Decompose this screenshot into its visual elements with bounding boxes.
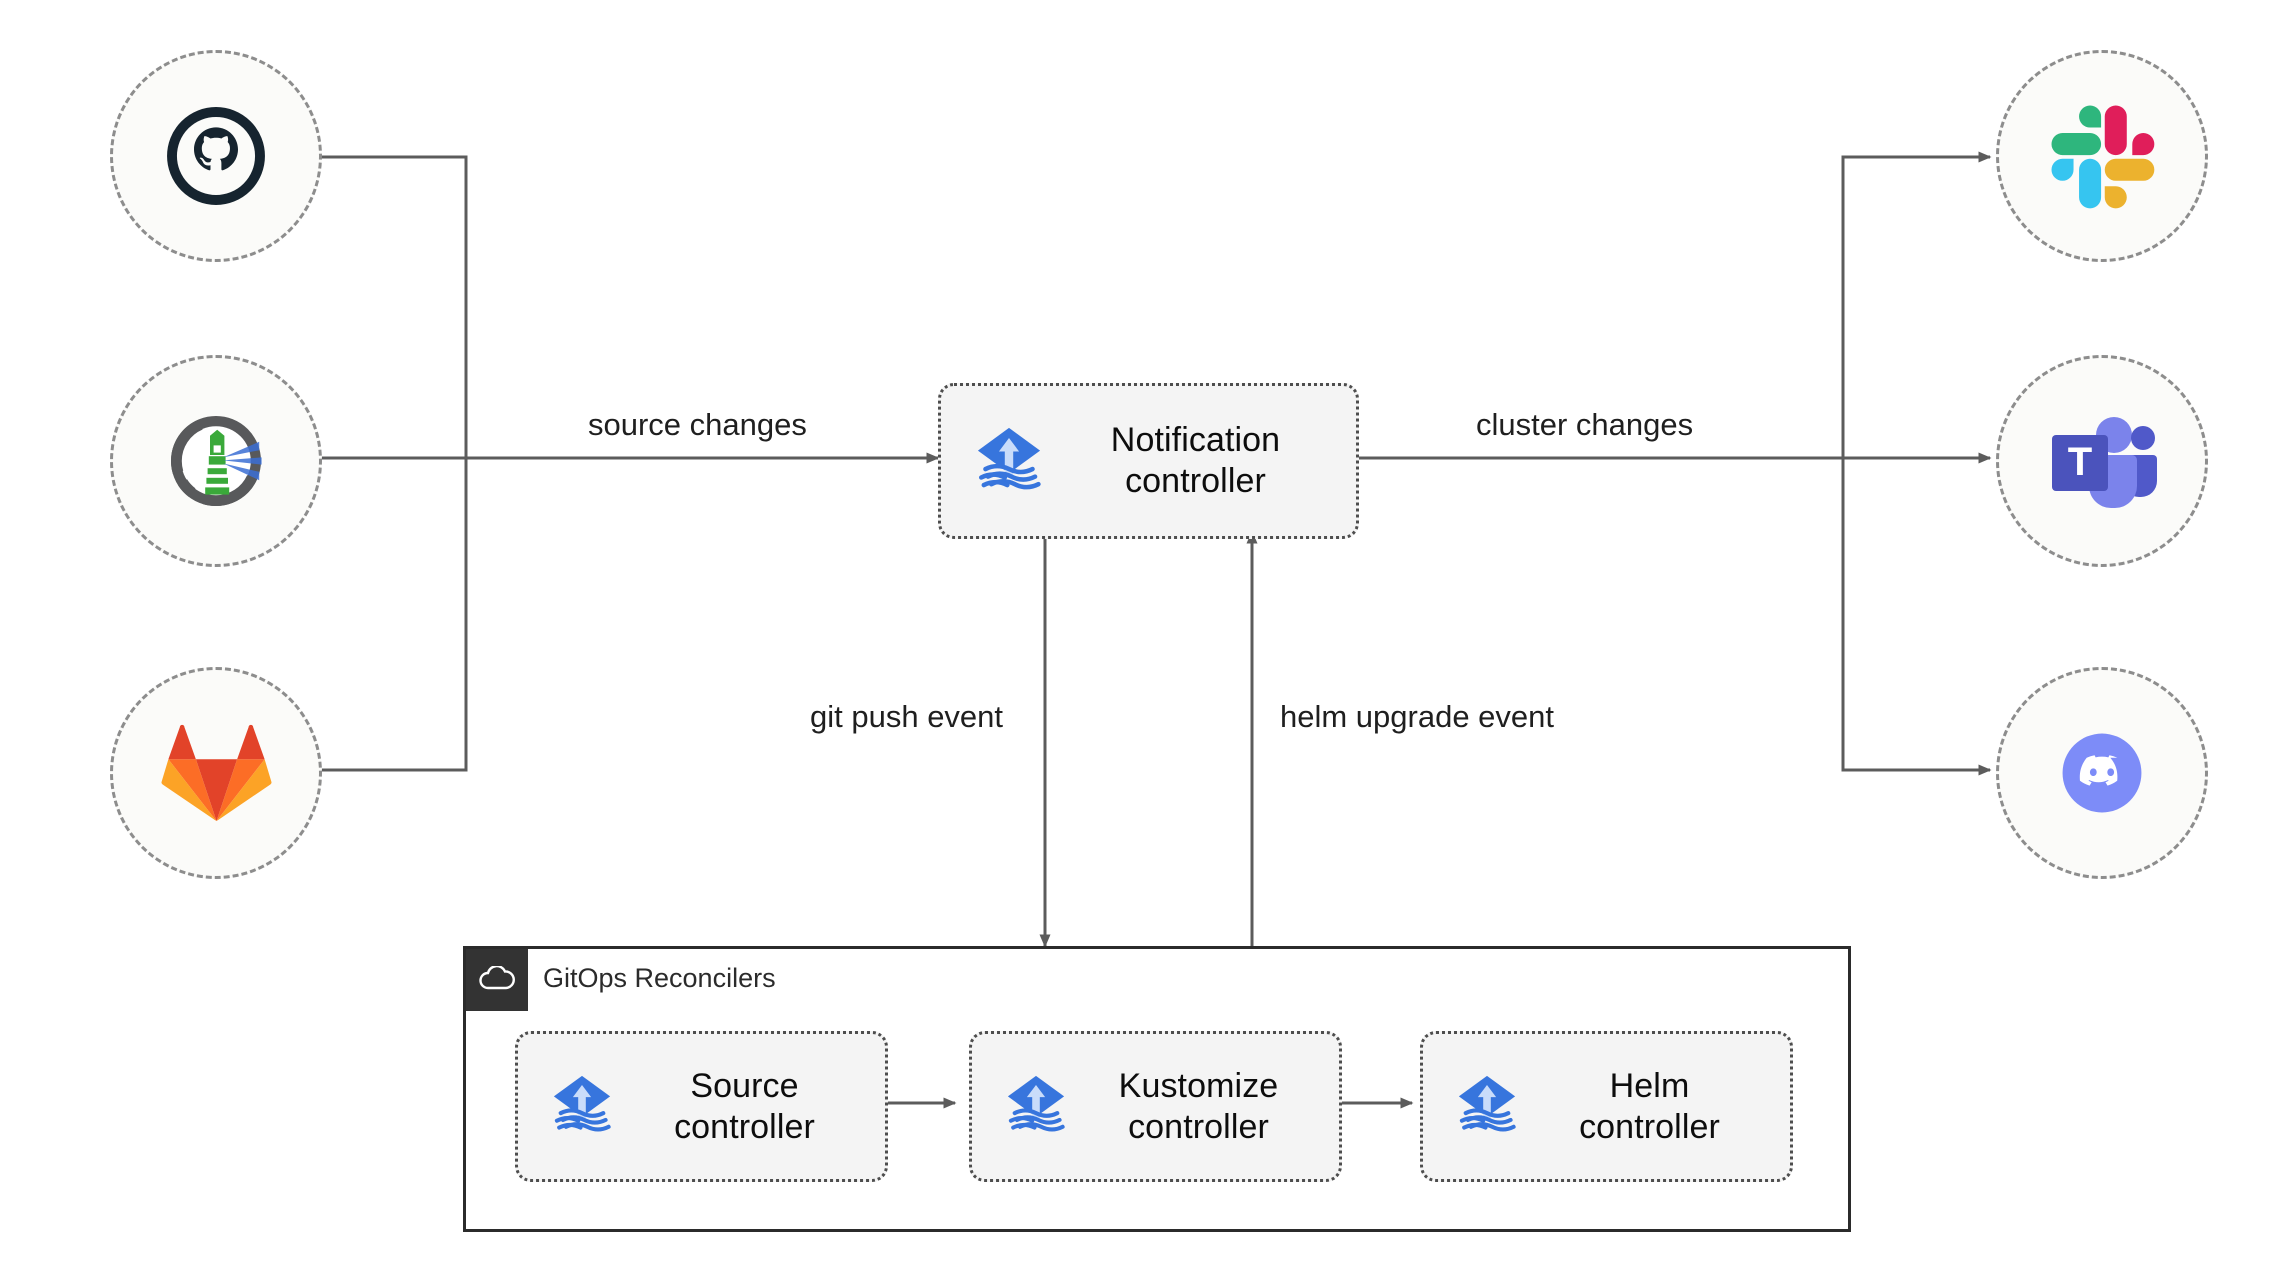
cloud-icon (479, 966, 515, 990)
gitops-reconcilers-icon-tab (466, 949, 528, 1011)
gitlab-icon (160, 724, 272, 822)
slack-icon (2051, 105, 2155, 209)
edge-label-helm-upgrade-event: helm upgrade event (1270, 700, 1565, 734)
flux-icon (1449, 1066, 1525, 1147)
notification-controller-line1: Notification (1110, 421, 1281, 459)
gitops-reconcilers-title: GitOps Reconcilers (543, 963, 776, 993)
github-icon (167, 107, 265, 205)
kustomize-controller-label: Kustomize controller (1074, 1066, 1339, 1148)
kustomize-controller-line1: Kustomize (1118, 1066, 1279, 1105)
edge-label-cluster-changes: cluster changes (1466, 408, 1704, 442)
source-controller-box[interactable]: Source controller (515, 1031, 888, 1182)
notification-controller-line2: controller (1125, 462, 1266, 500)
helm-controller-label: Helm controller (1525, 1066, 1790, 1148)
flux-icon (967, 417, 1051, 506)
destination-node-teams[interactable]: T (1996, 355, 2208, 567)
source-controller-line2: controller (674, 1107, 815, 1146)
microsoft-teams-icon: T (2052, 417, 2157, 508)
kustomize-controller-line2: controller (1128, 1107, 1269, 1146)
flux-icon (998, 1066, 1074, 1147)
notification-controller-box[interactable]: Notification controller (938, 383, 1359, 539)
edge-label-source-changes: source changes (578, 408, 817, 442)
helm-controller-line2: controller (1579, 1107, 1720, 1146)
source-controller-label: Source controller (620, 1066, 885, 1148)
edge-bus-to-slack (1841, 151, 1992, 458)
discord-icon (2062, 733, 2142, 813)
helm-controller-line1: Helm (1609, 1066, 1690, 1105)
source-node-gitlab[interactable] (110, 667, 322, 879)
svg-text:T: T (2068, 440, 2092, 484)
source-controller-line1: Source (690, 1066, 799, 1105)
source-node-github[interactable] (110, 50, 322, 262)
destination-node-discord[interactable] (1996, 667, 2208, 879)
kustomize-controller-box[interactable]: Kustomize controller (969, 1031, 1342, 1182)
source-node-flux[interactable] (110, 355, 322, 567)
destination-node-slack[interactable] (1996, 50, 2208, 262)
helm-controller-box[interactable]: Helm controller (1420, 1031, 1793, 1182)
gitops-reconcilers-group (463, 946, 1851, 1232)
edge-label-git-push-event: git push event (800, 700, 1014, 734)
flux-icon (544, 1066, 620, 1147)
flux-lighthouse-icon (171, 416, 262, 506)
notification-controller-label: Notification controller (1051, 420, 1356, 502)
edge-bus-to-discord (1841, 458, 1992, 776)
